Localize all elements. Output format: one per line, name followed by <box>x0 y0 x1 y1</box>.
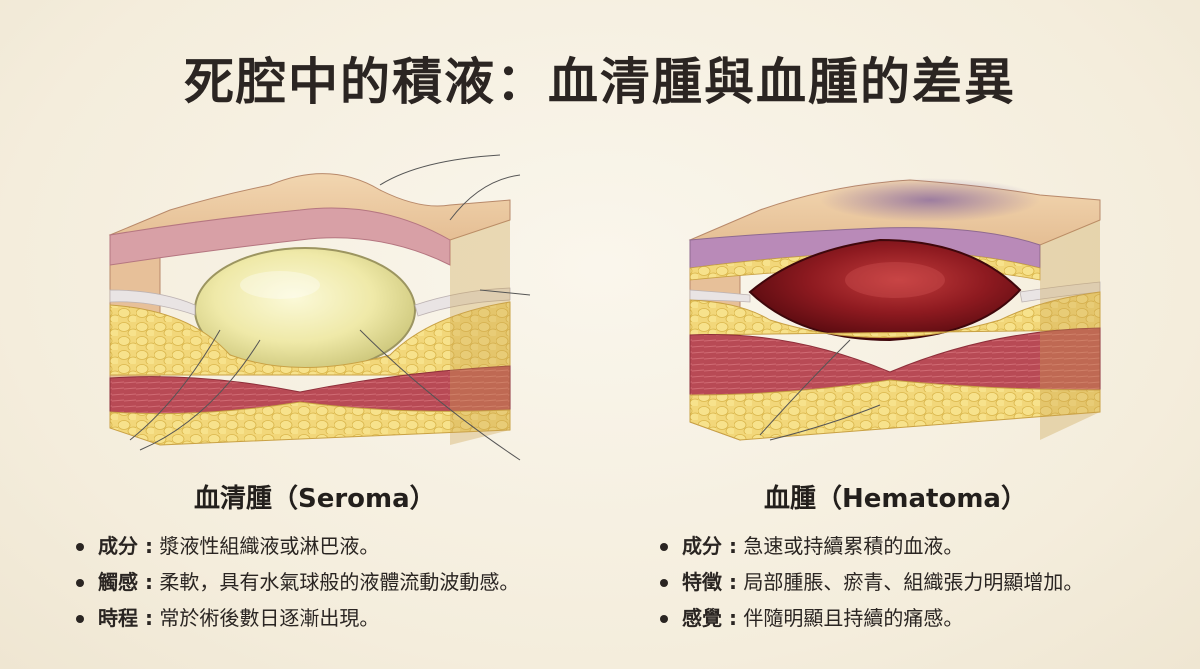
list-item: 時程 : 常於術後數日逐漸出現。 <box>76 600 519 636</box>
point-text: 柔軟，具有水氣球般的液體流動波動感。 <box>159 570 520 594</box>
hematoma-title: 血腫（Hematoma） <box>764 484 1027 514</box>
bullet-icon <box>660 543 668 551</box>
list-item: 感覺 : 伴隨明顯且持續的痛感。 <box>660 600 1083 636</box>
point-text: 伴隨明顯且持續的痛感。 <box>743 606 964 630</box>
bruise-mark <box>820 178 1040 222</box>
seroma-title: 血清腫（Seroma） <box>194 484 436 514</box>
annotation-line <box>379 154 501 186</box>
point-text: 常於術後數日逐漸出現。 <box>159 606 380 630</box>
point-text: 漿液性組織液或淋巴液。 <box>159 534 380 558</box>
point-text: 急速或持續累積的血液。 <box>743 534 964 558</box>
fat-layer <box>689 291 1101 338</box>
point-term: 觸感 : <box>98 570 153 594</box>
point-term: 成分 : <box>98 534 153 558</box>
annotation-line <box>759 339 851 436</box>
point-term: 成分 : <box>682 534 737 558</box>
hematoma-points-list: 成分 : 急速或持續累積的血液。 特徵 : 局部腫脹、瘀青、組織張力明顯增加。 … <box>660 528 1083 636</box>
seroma-tissue-illustration <box>108 154 531 461</box>
point-term: 時程 : <box>98 606 153 630</box>
list-item: 特徵 : 局部腫脹、瘀青、組織張力明顯增加。 <box>660 564 1083 600</box>
list-item: 成分 : 急速或持續累積的血液。 <box>660 528 1083 564</box>
seroma-points-list: 成分 : 漿液性組織液或淋巴液。 觸感 : 柔軟，具有水氣球般的液體流動波動感。… <box>76 528 519 636</box>
point-text: 局部腫脹、瘀青、組織張力明顯增加。 <box>743 570 1084 594</box>
bullet-icon <box>660 579 668 587</box>
point-term: 感覺 : <box>682 606 737 630</box>
bullet-icon <box>76 615 84 623</box>
point-term: 特徵 : <box>682 570 737 594</box>
list-item: 成分 : 漿液性組織液或淋巴液。 <box>76 528 519 564</box>
list-item: 觸感 : 柔軟，具有水氣球般的液體流動波動感。 <box>76 564 519 600</box>
bullet-icon <box>76 579 84 587</box>
hematoma-tissue-illustration <box>688 178 1101 441</box>
bullet-icon <box>660 615 668 623</box>
fat-layer <box>109 301 511 376</box>
bullet-icon <box>76 543 84 551</box>
dermis-layer <box>109 207 451 266</box>
page-title: 死腔中的積液：血清腫與血腫的差異 <box>184 52 1016 111</box>
